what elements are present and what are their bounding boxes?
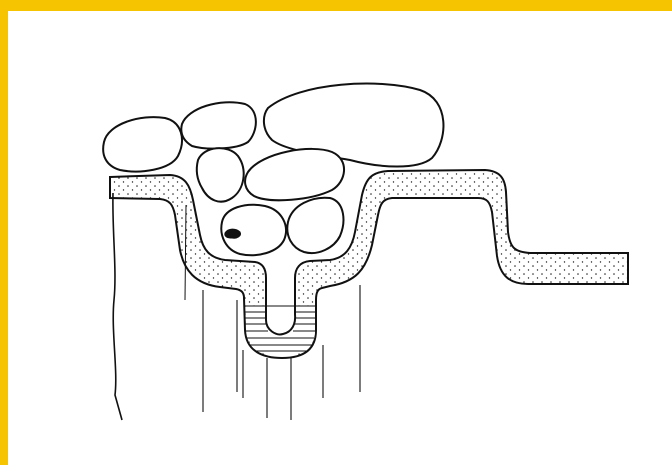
water-body — [246, 306, 315, 356]
projection-lines — [202, 285, 361, 420]
boulder-in-trough-right — [286, 196, 345, 254]
boulder-middle-top — [180, 101, 257, 150]
boulder-in-trough-left — [220, 203, 287, 257]
boulder-right-oval — [244, 148, 345, 202]
sealing-layer-band — [109, 168, 629, 360]
dark-pebble — [224, 228, 241, 239]
inner-bump — [265, 300, 297, 336]
water-lines — [244, 305, 317, 352]
boulder-middle — [195, 147, 245, 203]
boulders — [102, 82, 445, 257]
boulder-left — [102, 116, 183, 173]
left-wall-outline — [112, 192, 123, 421]
boulder-large-right — [262, 82, 445, 168]
